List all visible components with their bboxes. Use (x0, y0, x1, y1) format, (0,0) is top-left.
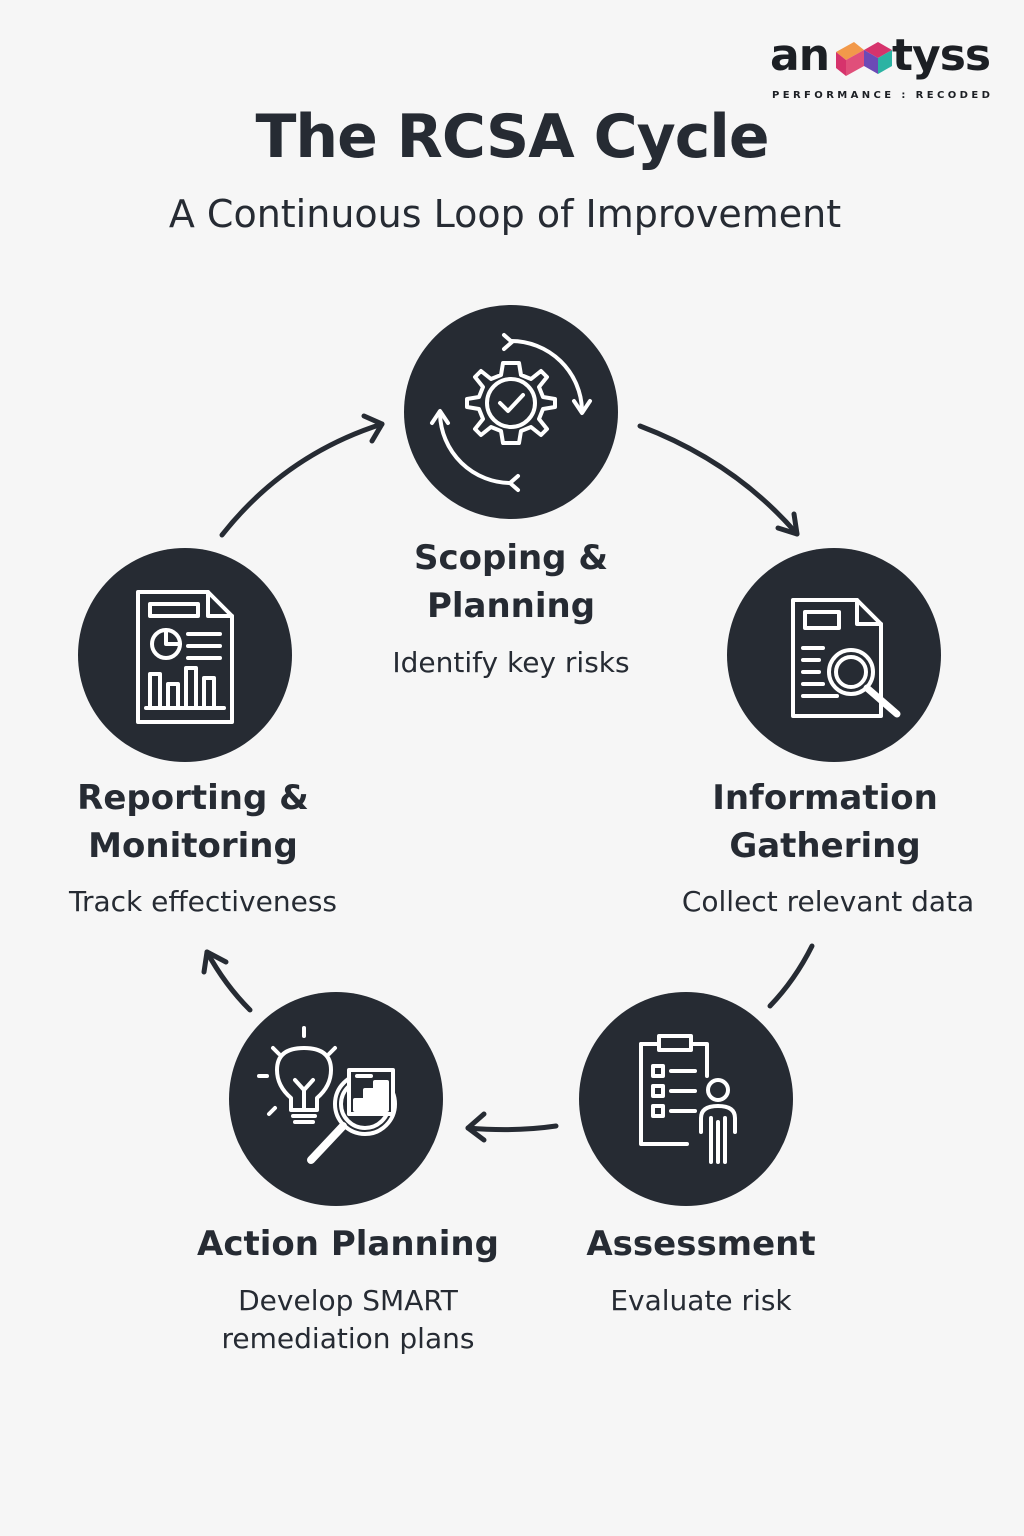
brand-logo: an tyss PERFORMANCE : RECODED (770, 30, 1000, 110)
stage-action-description-line2: remediation plans (221, 1322, 475, 1355)
arrow-scoping-to-information (637, 423, 800, 537)
arrow-action-to-reporting (204, 949, 253, 1013)
stage-action-title: Action Planning (197, 1224, 499, 1264)
stage-reporting-title: Reporting & Monitoring (50, 774, 336, 870)
logo-tagline: PERFORMANCE : RECODED (772, 90, 994, 101)
stage-information-title-line2: Gathering (729, 826, 921, 866)
stage-reporting-title-line1: Reporting & (77, 778, 309, 818)
lightbulb-magnifier-icon (257, 1026, 397, 1164)
arrowhead-scoping-to-information (775, 511, 800, 537)
arrow-assessment-to-action (465, 1123, 559, 1133)
stage-information-description: Collect relevant data (681, 885, 975, 918)
gear-check-cycle-icon (430, 333, 592, 492)
arrowhead-assessment-to-action (465, 1111, 487, 1143)
stage-information-title: Information Gathering (680, 774, 970, 870)
report-chart-icon (136, 590, 234, 724)
arrow-information-to-assessment (767, 943, 815, 1009)
logo-word-right: tyss (892, 30, 991, 81)
stage-scoping-title-line1: Scoping & (413, 538, 609, 578)
stage-scoping-title-line2: Planning (426, 586, 596, 626)
stage-action-circle (229, 992, 443, 1206)
stage-assessment-description: Evaluate risk (610, 1284, 792, 1317)
page-subtitle: A Continuous Loop of Improvement (168, 192, 842, 236)
arrow-reporting-to-scoping (219, 421, 385, 538)
stage-information-title-line1: Information (712, 778, 938, 818)
logo-cube-icon (836, 42, 892, 76)
logo-word-left: an (770, 30, 830, 81)
stage-information-circle (727, 548, 941, 762)
stage-assessment-title: Assessment (586, 1224, 816, 1264)
stage-reporting-circle (78, 548, 292, 762)
page-title: The RCSA Cycle (255, 102, 769, 172)
stage-action-description: Develop SMART remediation plans (190, 1282, 506, 1358)
arrowhead-action-to-reporting (201, 949, 229, 975)
stage-reporting-description: Track effectiveness (68, 885, 337, 918)
stage-scoping-title: Scoping & Planning (360, 534, 662, 630)
clipboard-person-icon (639, 1034, 737, 1164)
stage-scoping-description: Identify key risks (392, 646, 630, 679)
arrowhead-reporting-to-scoping (361, 413, 385, 444)
stage-reporting-title-line2: Monitoring (88, 826, 298, 866)
stage-assessment-circle (579, 992, 793, 1206)
stage-action-description-line1: Develop SMART (238, 1284, 458, 1317)
document-search-icon (791, 598, 901, 718)
stage-scoping-circle (404, 305, 618, 519)
